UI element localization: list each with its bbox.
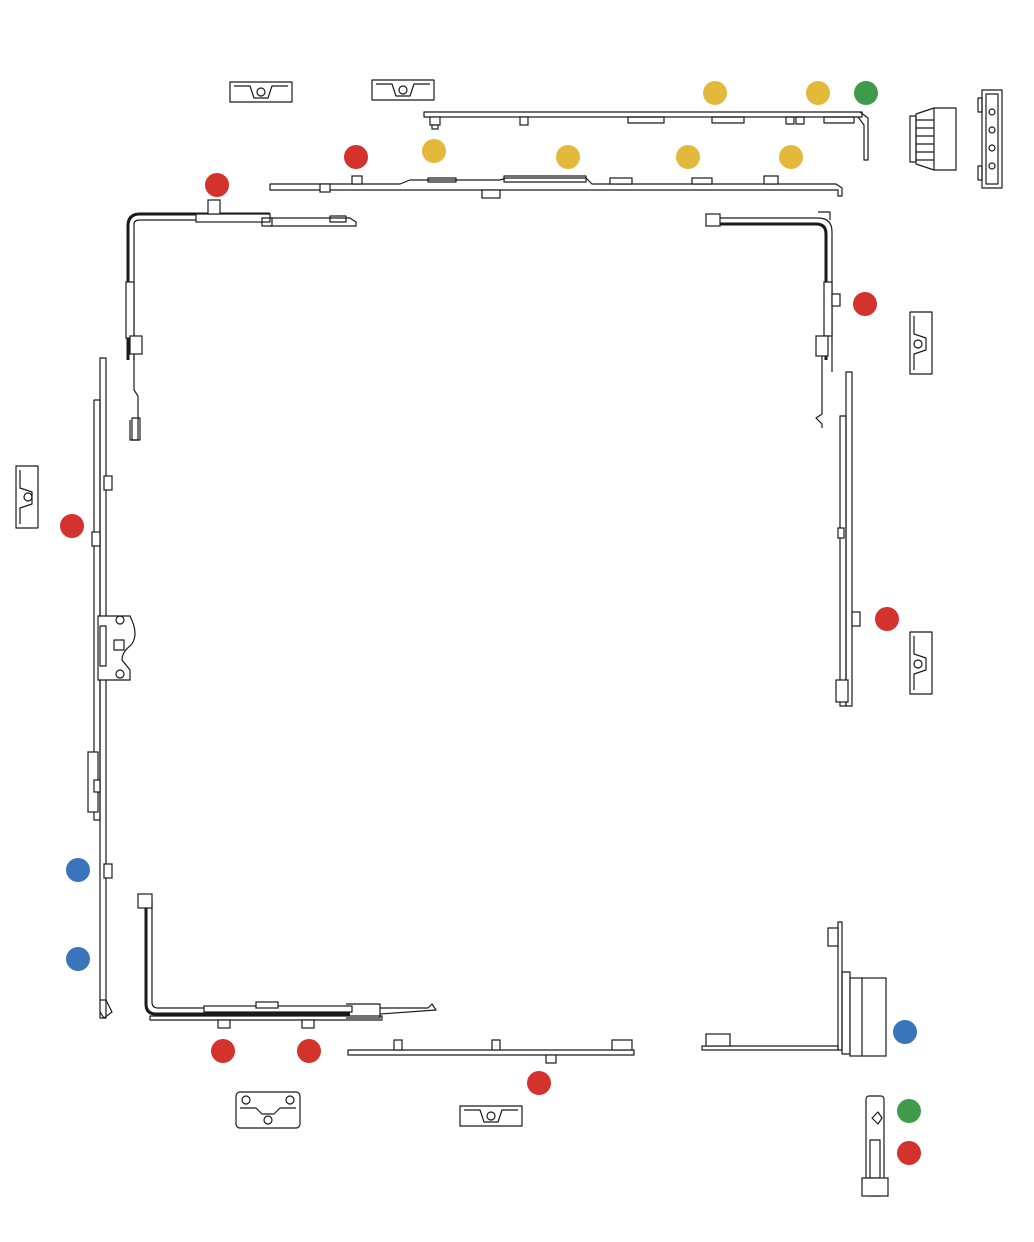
keeper-left [15, 465, 39, 529]
bottom-rail [347, 1039, 635, 1064]
bottom-left-corner-drive [137, 893, 437, 1029]
marker-red-dot [527, 1071, 551, 1095]
marker-yellow-dot [676, 145, 700, 169]
top-right-bracket [977, 89, 1003, 189]
marker-yellow-dot [422, 139, 446, 163]
bottom-right-lock-piece [861, 1095, 889, 1197]
top-upper-rail [423, 111, 869, 161]
marker-blue-dot [893, 1020, 917, 1044]
top-lower-rail [269, 175, 843, 199]
keeper-bottom-large [235, 1091, 301, 1129]
marker-red-dot [853, 292, 877, 316]
keeper-bottom-small [459, 1105, 523, 1127]
bottom-right-hinge [701, 921, 887, 1057]
marker-yellow-dot [556, 145, 580, 169]
marker-blue-dot [66, 947, 90, 971]
top-left-corner-drive [125, 199, 357, 441]
marker-yellow-dot [806, 81, 830, 105]
marker-yellow-dot [779, 145, 803, 169]
marker-red-dot [205, 173, 229, 197]
top-right-block [909, 107, 957, 171]
marker-blue-dot [66, 858, 90, 882]
keeper-top-2 [371, 79, 435, 101]
marker-yellow-dot [703, 81, 727, 105]
marker-green-dot [854, 81, 878, 105]
right-vertical-gear [835, 371, 861, 707]
keeper-right-2 [909, 631, 933, 695]
keeper-top-1 [229, 81, 293, 103]
marker-red-dot [875, 607, 899, 631]
marker-red-dot [897, 1141, 921, 1165]
keeper-right-1 [909, 311, 933, 375]
marker-red-dot [60, 514, 84, 538]
top-right-corner-drive [705, 211, 841, 428]
marker-red-dot [344, 145, 368, 169]
marker-red-dot [297, 1039, 321, 1063]
marker-green-dot [897, 1099, 921, 1123]
left-vertical-gear [87, 357, 136, 1019]
marker-red-dot [211, 1039, 235, 1063]
